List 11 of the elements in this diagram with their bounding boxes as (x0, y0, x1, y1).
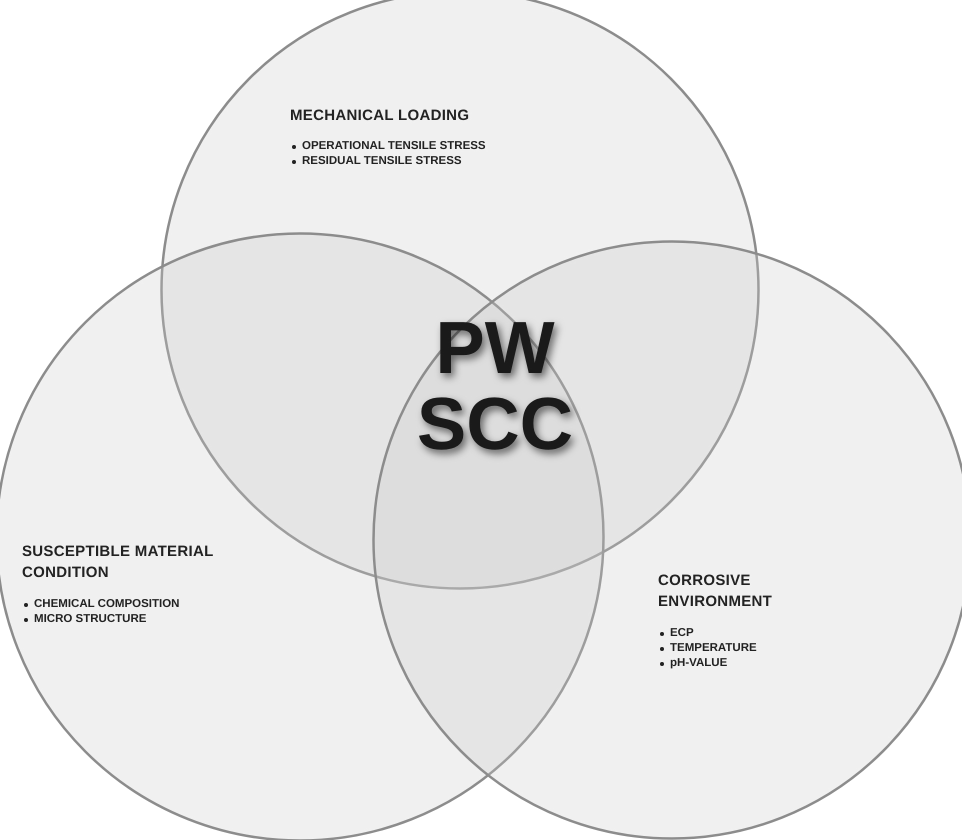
bullet-item: TEMPERATURE (670, 641, 758, 656)
bullet-item: RESIDUAL TENSILE STRESS (302, 154, 463, 169)
bullet-item: ECP (670, 626, 695, 641)
bullet-item: pH-VALUE (670, 656, 728, 671)
bullet-item: OPERATIONAL TENSILE STRESS (302, 139, 487, 154)
circle-heading: CORROSIVE ENVIRONMENT (658, 571, 774, 612)
circle-heading: MECHANICAL LOADING (290, 106, 470, 126)
bullet-item: MICRO STRUCTURE (34, 612, 148, 627)
bullet-item: CHEMICAL COMPOSITION (34, 597, 180, 612)
center-label: PW SCC (416, 310, 574, 462)
circle-heading: SUSCEPTIBLE MATERIAL CONDITION (22, 542, 214, 583)
